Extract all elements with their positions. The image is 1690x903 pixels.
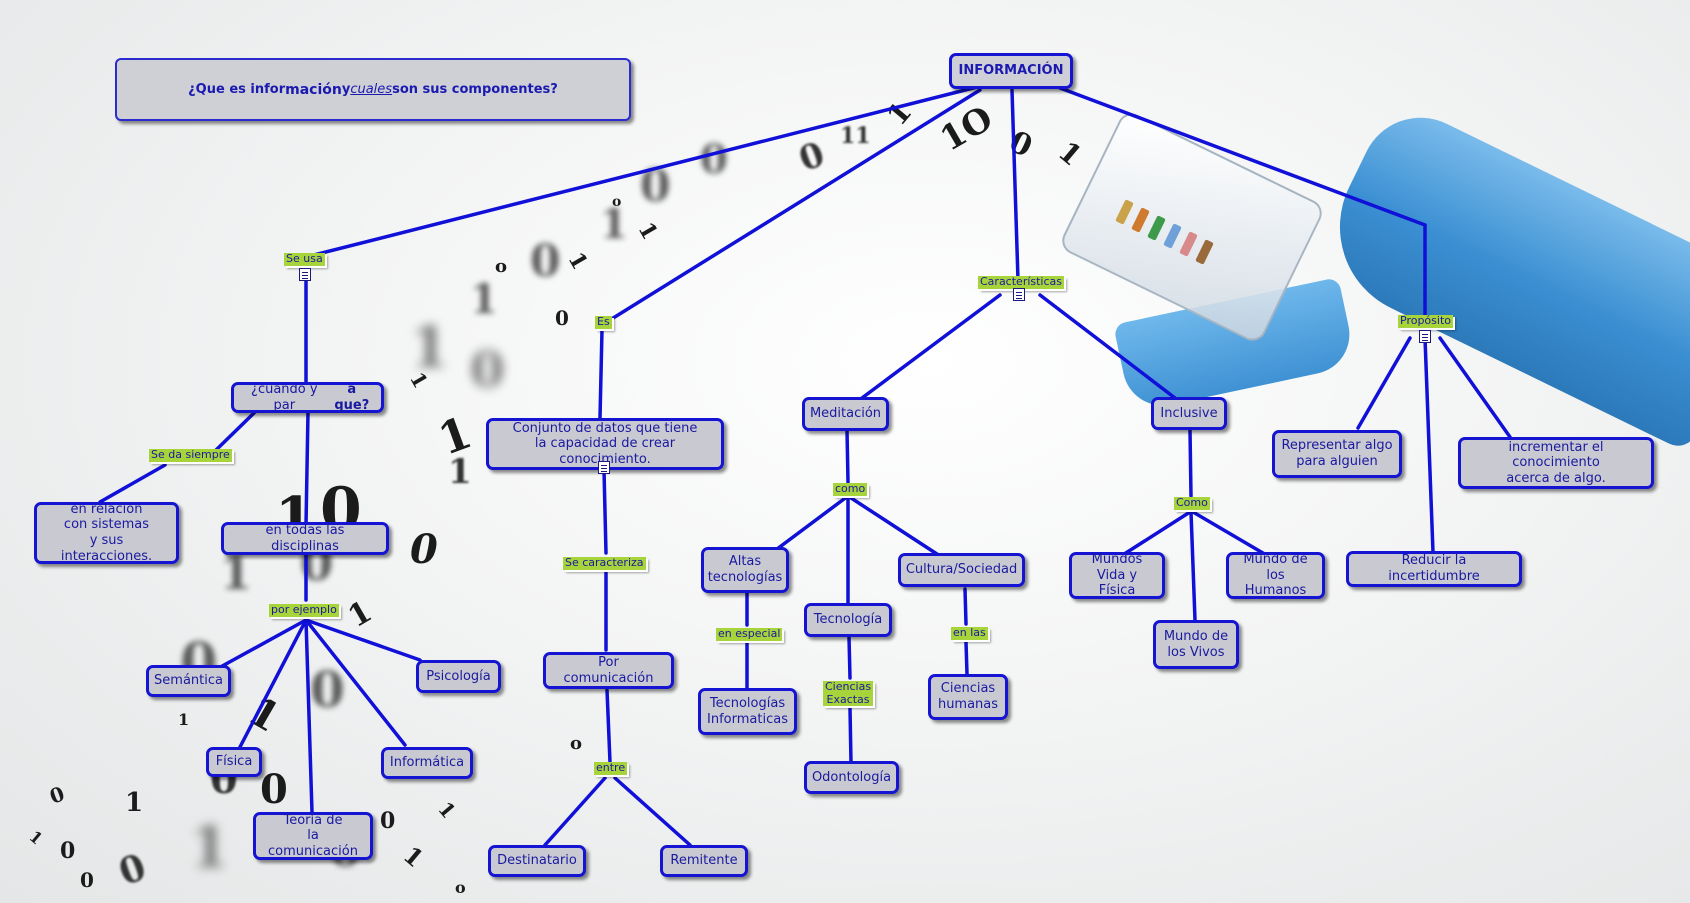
concept-odontologia[interactable]: Odontología [804, 761, 899, 794]
link-en-especial[interactable]: en especial [716, 627, 783, 641]
concept-destinatario[interactable]: Destinatario [488, 845, 586, 877]
link-es[interactable]: Es [595, 315, 612, 329]
link-proposito[interactable]: Propósito [1398, 314, 1453, 328]
concept-cultura[interactable]: Cultura/Sociedad [898, 553, 1025, 587]
concept-cuando[interactable]: ¿cuando y par a que? [231, 382, 384, 413]
concept-mundo-vivos[interactable]: Mundo de los Vivos [1153, 620, 1239, 669]
concept-informacion[interactable]: INFORMACIÓN [949, 53, 1073, 89]
concept-inclusive[interactable]: Inclusive [1151, 397, 1227, 430]
concept-mundos-vida[interactable]: Mundos Vida y Física [1069, 552, 1165, 599]
document-icon[interactable] [1419, 330, 1431, 343]
link-caracteristicas[interactable]: Características [978, 275, 1065, 289]
document-icon[interactable] [1013, 288, 1025, 301]
concept-representar[interactable]: Representar algo para alguien [1272, 430, 1402, 478]
concept-reducir[interactable]: Reducir la incertidumbre [1346, 551, 1522, 587]
concept-altas[interactable]: Altas tecnologías [701, 547, 789, 593]
question-cuales: cuales [350, 82, 393, 97]
concept-fisica[interactable]: Física [206, 747, 262, 777]
question-y: y [341, 82, 351, 97]
concept-relacion[interactable]: en relación con sistemas y sus interacci… [34, 502, 179, 564]
link-se-usa[interactable]: Se usa [284, 252, 325, 266]
link-como[interactable]: como [833, 482, 868, 496]
concept-ciencias-humanas[interactable]: Ciencias humanas [928, 674, 1008, 720]
link-se-caracteriza[interactable]: Se caracteriza [563, 556, 646, 570]
concept-cuando-bold: a que? [334, 381, 370, 413]
link-se-da-siempre[interactable]: Se da siempre [149, 448, 232, 462]
question-mac: mación [285, 81, 342, 98]
link-ciencias-exactas[interactable]: Ciencias Exactas [823, 680, 874, 707]
concept-tecnologias-informaticas[interactable]: Tecnologías Informaticas [698, 688, 797, 735]
concept-disciplinas[interactable]: en todas las disciplinas [221, 522, 389, 555]
link-entre[interactable]: entre [594, 761, 628, 775]
concept-tecnologia[interactable]: Tecnología [804, 603, 892, 637]
document-icon[interactable] [598, 461, 610, 474]
link-por-ejemplo[interactable]: por ejemplo [269, 603, 339, 617]
concept-psicologia[interactable]: Psicología [416, 660, 501, 693]
concept-cuando-text: ¿cuando y par [251, 381, 318, 413]
concept-teoria[interactable]: Teoría de la comunicación [253, 812, 373, 860]
question-prefix: ¿Que es infor [188, 82, 286, 97]
link-en-las[interactable]: en las [951, 626, 988, 640]
concept-incrementar[interactable]: incrementar el conocimiento acerca de al… [1458, 437, 1654, 489]
question-suffix: son sus componentes? [392, 82, 558, 97]
document-icon[interactable] [299, 268, 311, 281]
concept-semantica[interactable]: Semántica [146, 665, 231, 697]
concept-meditacion[interactable]: Meditación [802, 397, 889, 431]
concept-informatica[interactable]: Informática [381, 747, 473, 779]
concept-remitente[interactable]: Remitente [660, 845, 748, 877]
link-como-2[interactable]: Como [1174, 496, 1210, 510]
concept-por-comunicacion[interactable]: Por comunicación [543, 652, 674, 689]
concept-mundo-humanos[interactable]: Mundo de los Humanos [1226, 552, 1325, 599]
